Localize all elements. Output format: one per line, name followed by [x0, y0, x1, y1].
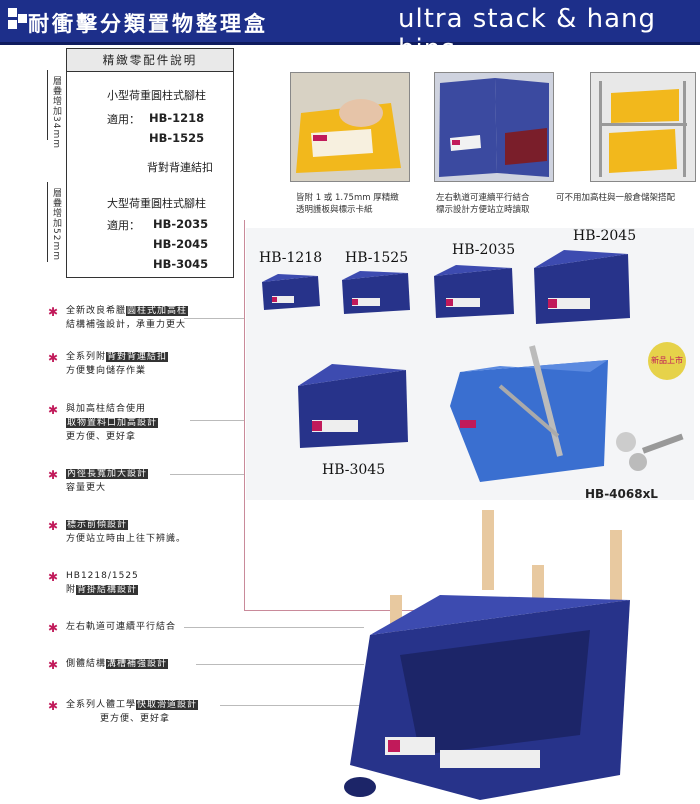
header-square — [8, 8, 17, 17]
bin-hb2045 — [530, 246, 634, 326]
star-icon: ✱ — [48, 403, 59, 417]
code-hb-2045: HB-2045 — [153, 237, 209, 251]
title-en: ultra stack & hang bins — [398, 4, 657, 64]
title-zh: 耐衝擊分類置物整理盒 — [28, 12, 268, 36]
bin-hb1525 — [338, 268, 412, 316]
model-label-hb2045: HB-2045 — [573, 228, 637, 244]
guide-line — [220, 705, 370, 706]
large-bin-with-pillars-image — [330, 505, 660, 804]
guide-line — [184, 627, 364, 628]
page-header: 耐衝擊分類置物整理盒 ultra stack & hang bins — [0, 0, 700, 64]
feature-line: 更方便、更好拿 — [66, 432, 137, 442]
wrench-socket-image — [608, 426, 688, 480]
feature-line: 方便雙向儲存作業 — [66, 366, 147, 376]
feature-line: 左右軌道可連續平行結合 — [66, 622, 177, 632]
star-icon: ✱ — [48, 570, 59, 584]
model-label-hb3045: HB-3045 — [322, 462, 386, 478]
small-pillar-label: 小型荷重圓柱式腳柱 — [107, 89, 206, 102]
model-label-hb2035: HB-2035 — [452, 242, 516, 258]
guide-line — [190, 420, 244, 421]
feature-line: 標示前傾設計 — [66, 520, 129, 530]
code-hb-3045: HB-3045 — [153, 257, 209, 271]
star-icon: ✱ — [48, 621, 59, 635]
side-label-52mm: 層疊增加52mm — [51, 188, 61, 261]
yellow-bins-rack-image — [599, 81, 687, 177]
bin-hb1218 — [258, 272, 322, 312]
small-applies-label: 適用： — [107, 113, 140, 126]
photo-storage-rack — [590, 72, 696, 182]
caption-parallel-rail: 左右軌道可連續平行結合 標示設計方便站立時讀取 — [436, 192, 530, 216]
parts-description-box: 精緻零配件說明 小型荷重圓柱式腳柱 適用： HB-1218 HB-1525 背對… — [66, 48, 234, 278]
divider — [47, 182, 48, 262]
model-label-hb4068xl: HB-4068xL — [585, 487, 658, 501]
caption-line: 左右軌道可連續平行結合 — [436, 193, 530, 203]
caption-label-card: 皆附 1 或 1.75mm 厚精緻 透明護板與標示卡紙 — [296, 192, 399, 216]
star-icon: ✱ — [48, 351, 59, 365]
guide-line — [170, 474, 244, 475]
large-pillar-label: 大型荷重圓柱式腳柱 — [107, 197, 206, 210]
feature-line: 內徑長寬加大設計 — [66, 469, 149, 479]
yellow-bin-hand-image — [296, 99, 401, 173]
side-label-34mm: 層疊增加34mm — [51, 76, 61, 149]
guide-line — [184, 318, 244, 319]
code-hb-1525: HB-1525 — [149, 131, 205, 145]
caption-line: 標示設計方便站立時讀取 — [436, 205, 530, 215]
bin-hb4068xl — [440, 336, 620, 486]
header-square — [18, 14, 27, 23]
caption-line: 可不用加高柱與一般倉儲架搭配 — [556, 193, 676, 203]
feature-line: 全新改良希臘圓柱式加高柱 — [66, 306, 189, 316]
model-label-hb1218: HB-1218 — [259, 250, 323, 266]
feature-line: 附背掛結構設計 — [66, 585, 139, 595]
star-icon: ✱ — [48, 519, 59, 533]
photo-parallel-rail — [434, 72, 554, 182]
photo-label-card — [290, 72, 410, 182]
back-clip-label: 背對背連結扣 — [147, 161, 213, 174]
caption-line: 透明護板與標示卡紙 — [296, 205, 373, 215]
feature-line: 更方便、更好拿 — [100, 714, 171, 724]
divider — [47, 70, 48, 140]
star-icon: ✱ — [48, 468, 59, 482]
guide-line — [244, 220, 245, 610]
caption-storage-rack: 可不用加高柱與一般倉儲架搭配 — [556, 192, 675, 204]
code-hb-2035: HB-2035 — [153, 217, 209, 231]
blue-bins-rail-image — [439, 78, 549, 177]
model-label-hb1525: HB-1525 — [345, 250, 409, 266]
large-applies-label: 適用： — [107, 219, 140, 232]
feature-line: 結構補強設計，承重力更大 — [66, 320, 187, 330]
feature-line: 取物置料口加高設計 — [66, 418, 159, 428]
header-square — [8, 20, 17, 29]
feature-line: 側體結構溝槽補強設計 — [66, 659, 169, 669]
bin-hb2035 — [430, 262, 516, 320]
feature-line: HB1218/1525 — [66, 571, 139, 581]
feature-line: 全系列人體工學快取滑道設計 — [66, 700, 199, 710]
caption-line: 皆附 1 或 1.75mm 厚精緻 — [296, 193, 399, 203]
parts-title: 精緻零配件說明 — [67, 49, 233, 72]
feature-line: 方便站立時由上往下辨識。 — [66, 534, 187, 544]
new-product-badge: 新品上市 — [648, 342, 686, 380]
star-icon: ✱ — [48, 699, 59, 713]
guide-line — [196, 664, 364, 665]
bin-hb3045 — [294, 360, 412, 452]
code-hb-1218: HB-1218 — [149, 111, 205, 125]
feature-line: 與加高柱結合使用 — [66, 404, 147, 414]
feature-line: 全系列附背對背連結扣 — [66, 352, 169, 362]
star-icon: ✱ — [48, 305, 59, 319]
feature-line: 容量更大 — [66, 483, 107, 493]
star-icon: ✱ — [48, 658, 59, 672]
